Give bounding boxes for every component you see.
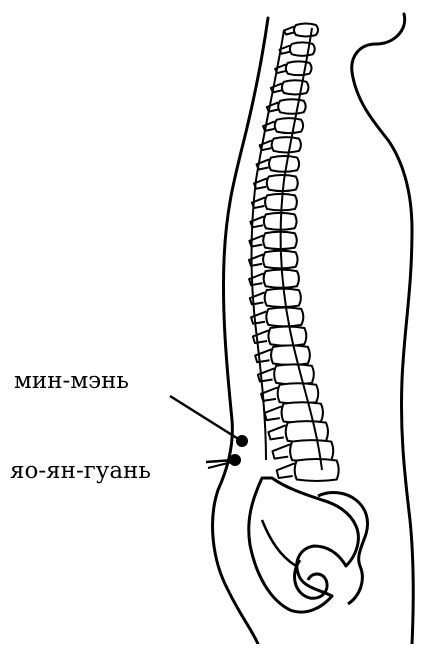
spinous-process xyxy=(265,406,282,420)
vertebral-column xyxy=(249,24,339,482)
vertebra xyxy=(275,118,303,133)
vertebra xyxy=(269,156,299,172)
label-yao-yang-guan: яо-ян-гуань xyxy=(10,460,151,483)
spinous-process xyxy=(284,27,294,35)
spinous-process xyxy=(268,425,285,439)
vertebra xyxy=(268,326,306,345)
spinous-process xyxy=(253,330,269,343)
vertebra xyxy=(295,459,339,481)
vertebra xyxy=(282,80,309,94)
vertebra xyxy=(266,308,303,327)
pelvis-inner xyxy=(262,520,296,566)
vertebra xyxy=(265,289,301,307)
vertebra xyxy=(282,402,323,423)
sacrum xyxy=(249,478,359,612)
vertebra xyxy=(294,24,318,37)
label-ming-men: мин-мэнь xyxy=(14,370,129,393)
spinous-process xyxy=(277,463,295,478)
vertebra xyxy=(278,383,319,403)
back-outline xyxy=(213,18,268,644)
vertebra xyxy=(272,137,301,152)
vertebra xyxy=(286,61,312,75)
vertebra xyxy=(278,99,305,114)
point-yao-yang-guan xyxy=(229,454,241,466)
spinous-process xyxy=(272,444,290,458)
vertebra xyxy=(274,364,314,384)
point-ming-men xyxy=(236,435,248,447)
vertebra xyxy=(290,42,315,55)
vertebra xyxy=(271,345,310,365)
